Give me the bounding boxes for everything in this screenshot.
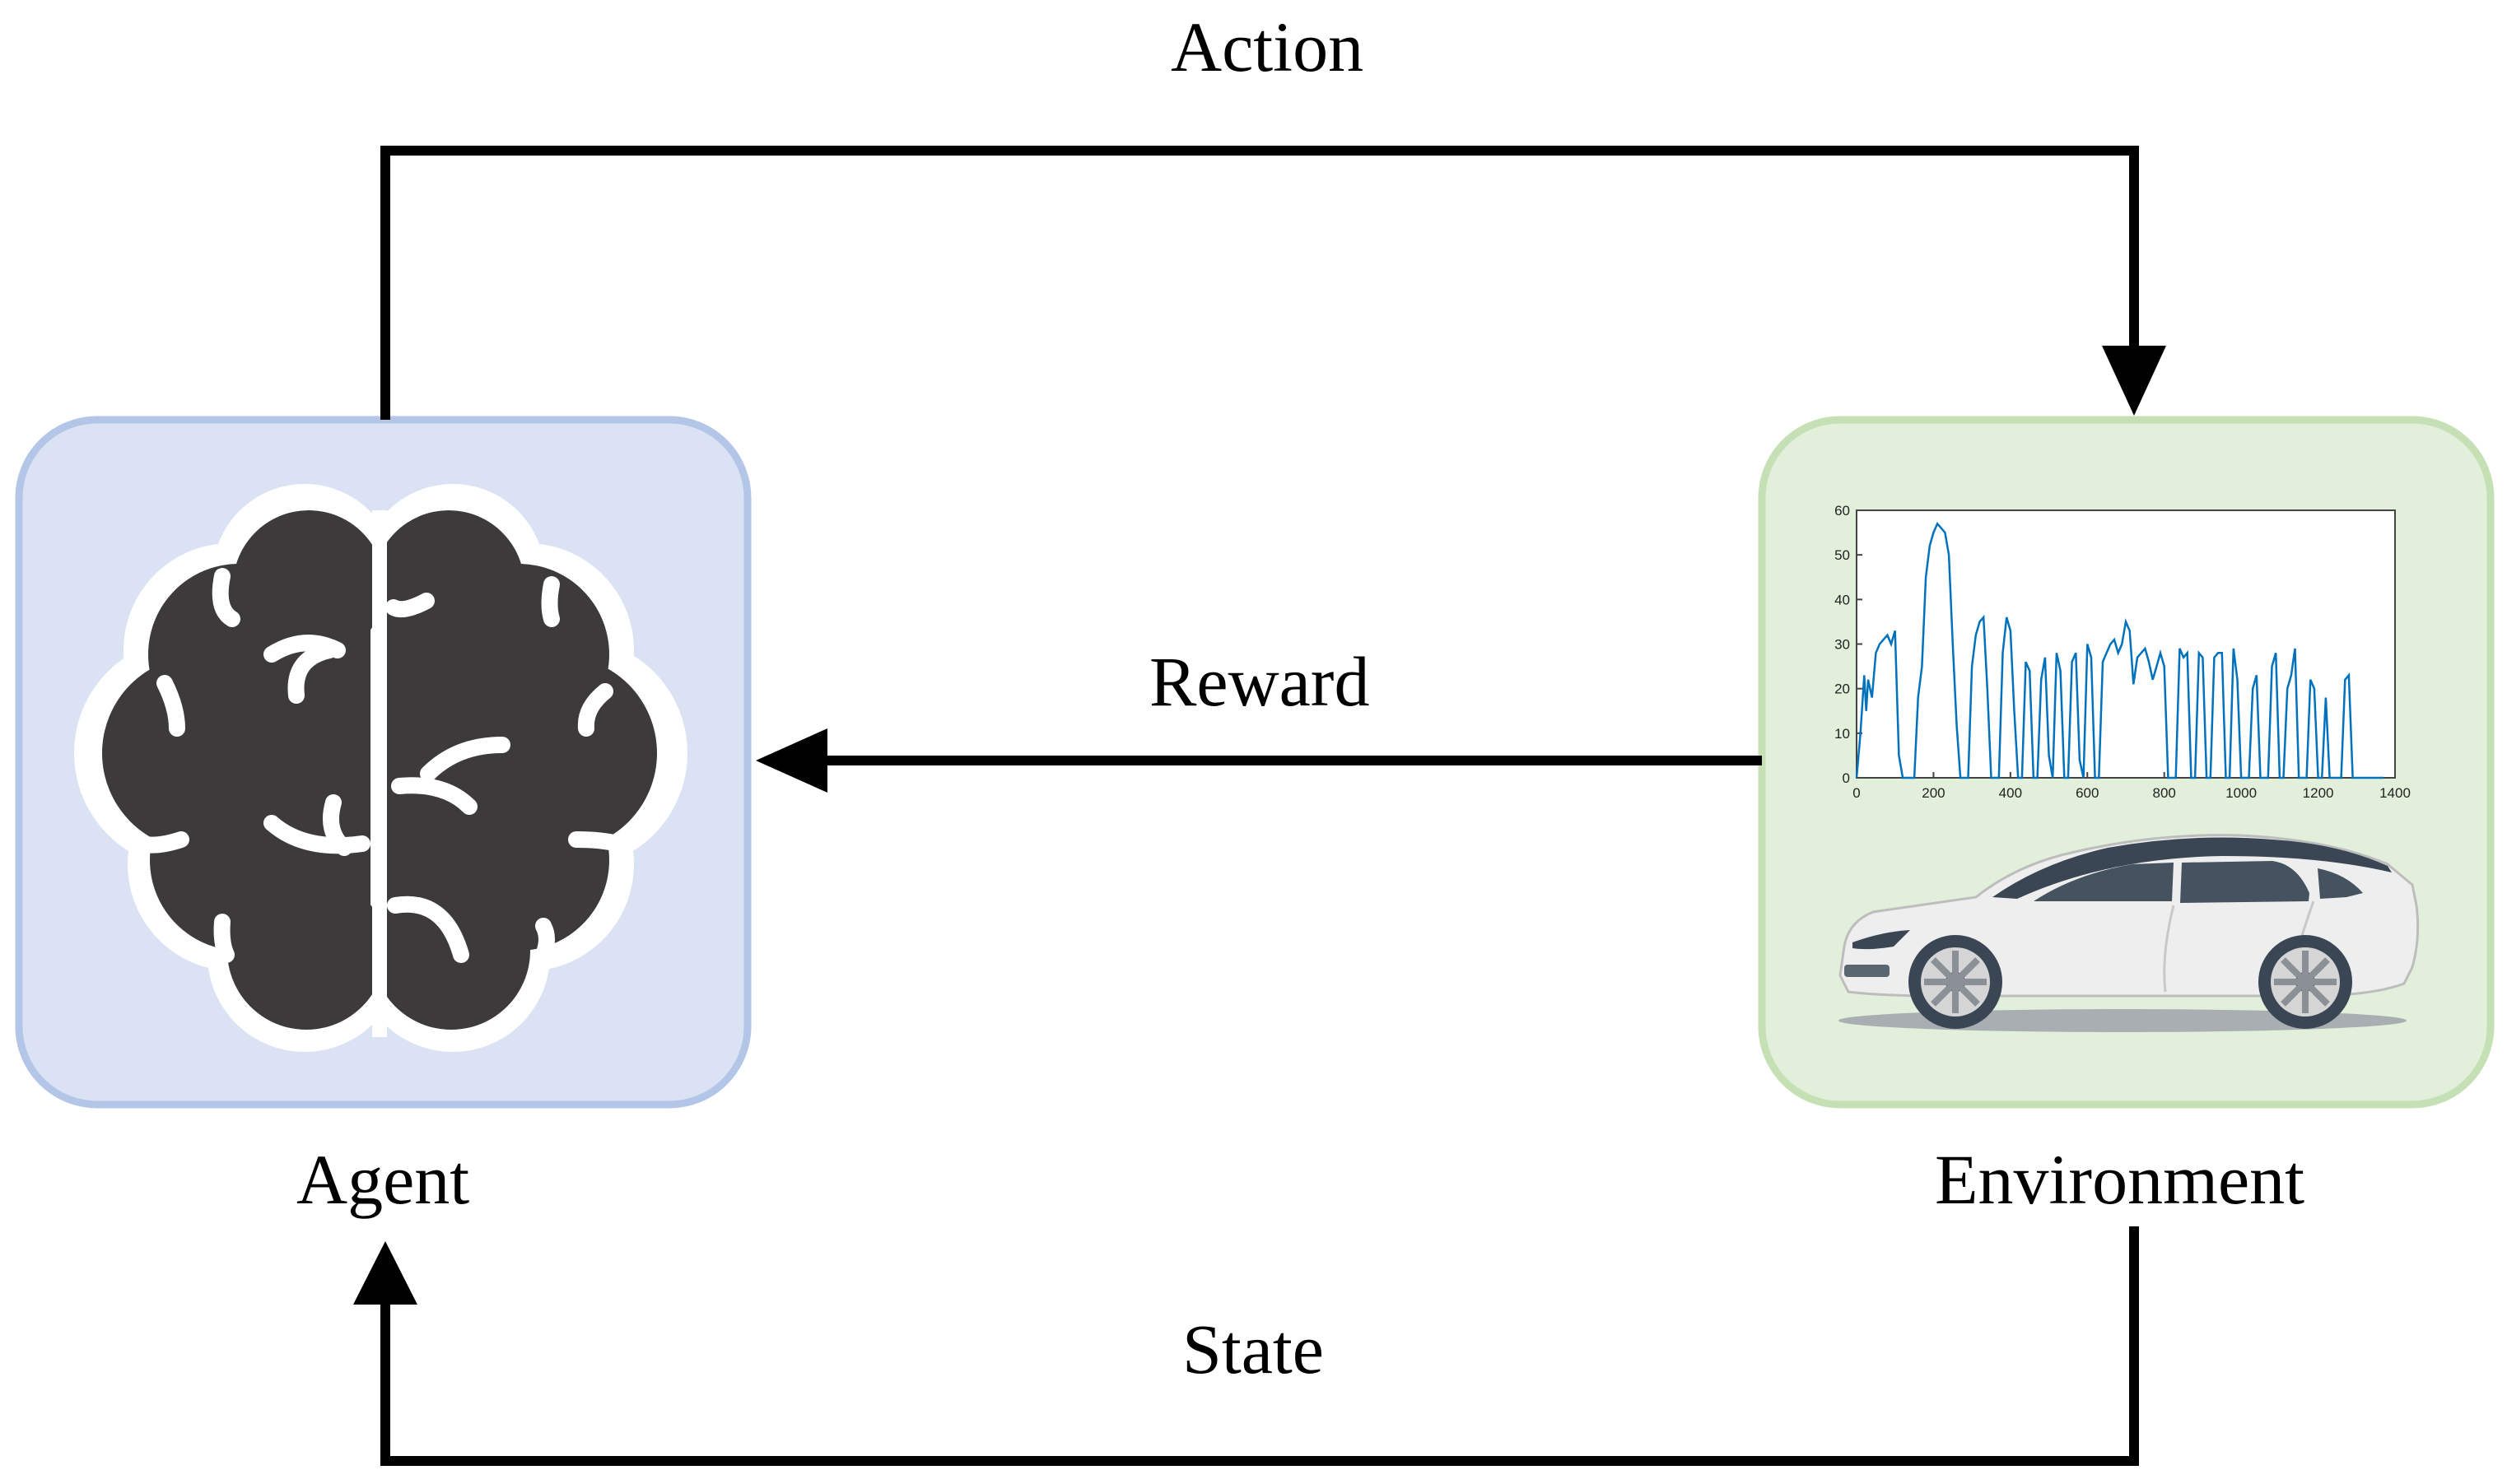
x-tick-label: 1400 bbox=[2379, 785, 2411, 801]
y-tick-label: 30 bbox=[1834, 637, 1850, 653]
x-tick-label: 200 bbox=[1922, 785, 1945, 801]
x-tick-label: 400 bbox=[1999, 785, 2022, 801]
y-tick-label: 60 bbox=[1834, 503, 1850, 519]
plot-area bbox=[1856, 509, 2396, 779]
reward-label: Reward bbox=[1149, 642, 1370, 721]
environment-label: Environment bbox=[1935, 1140, 2305, 1219]
action-arrowhead bbox=[2102, 346, 2166, 416]
state-label: State bbox=[1182, 1310, 1324, 1389]
speed-series-line bbox=[1855, 521, 2384, 779]
y-tick-label: 0 bbox=[1843, 770, 1850, 786]
state-arrowhead bbox=[353, 1241, 417, 1305]
x-tick-label: 800 bbox=[2153, 785, 2176, 801]
x-tick-label: 1200 bbox=[2303, 785, 2334, 801]
x-tick-label: 0 bbox=[1852, 785, 1860, 801]
action-label: Action bbox=[1171, 7, 1364, 86]
x-tick-label: 1000 bbox=[2225, 785, 2257, 801]
x-tick-label: 600 bbox=[2076, 785, 2099, 801]
y-tick-label: 10 bbox=[1834, 726, 1850, 742]
brain-icon bbox=[74, 484, 687, 1052]
y-tick-label: 50 bbox=[1834, 547, 1850, 563]
state-arrow bbox=[380, 1226, 2139, 1466]
y-tick-label: 40 bbox=[1834, 592, 1850, 607]
reward-arrowhead bbox=[756, 728, 827, 793]
drive-cycle-plot: 0 200 400 600 800 1000 1200 1400 0 10 20 30 40 50 60 bbox=[1834, 503, 2411, 801]
agent-label: Agent bbox=[296, 1140, 470, 1219]
car-icon bbox=[1838, 834, 2420, 1032]
y-tick-label: 20 bbox=[1834, 682, 1850, 697]
action-arrow bbox=[380, 146, 2139, 420]
